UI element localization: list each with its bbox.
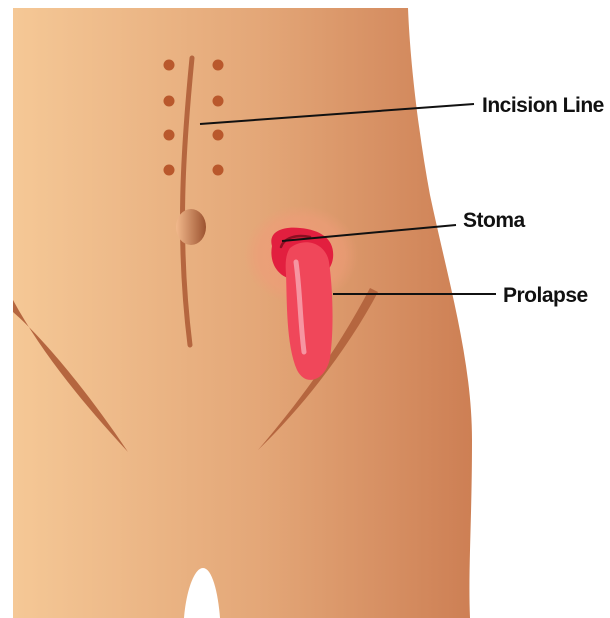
incision-line-label: Incision Line bbox=[482, 94, 604, 117]
incision-dot-icon bbox=[213, 96, 224, 107]
incision-dot-icon bbox=[213, 130, 224, 141]
incision-dot-icon bbox=[164, 130, 175, 141]
prolapse-label: Prolapse bbox=[503, 284, 588, 307]
incision-dot-icon bbox=[213, 60, 224, 71]
incision-dot-icon bbox=[213, 165, 224, 176]
incision-dot-icon bbox=[164, 96, 175, 107]
navel-icon bbox=[176, 209, 206, 245]
stoma-label: Stoma bbox=[463, 209, 526, 232]
incision-dot-icon bbox=[164, 165, 175, 176]
incision-dot-icon bbox=[164, 60, 175, 71]
torso bbox=[13, 8, 472, 618]
